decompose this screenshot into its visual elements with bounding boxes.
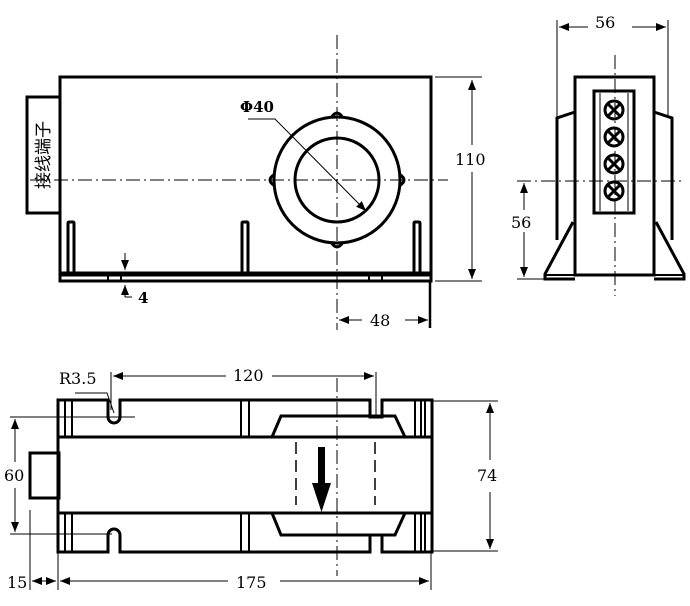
screw-icon [603,99,625,121]
width-dim: 56 [595,13,615,32]
terminal-box [25,95,62,215]
diameter-label: Φ40 [240,98,274,116]
terminal-strip [592,89,636,215]
current-direction-arrow-icon [312,447,331,512]
front-view: 接线端子 Φ40 110 48 4 [25,35,486,330]
side-view: 56 56 [511,13,686,296]
terminal-label: 接线端子 [34,121,54,189]
screw-icon [603,180,625,202]
screw-icon [603,126,625,148]
rib [412,220,422,275]
center-height-dim: 56 [511,213,531,232]
terminal-screws [603,99,625,202]
mount-height-dim: 60 [4,466,24,485]
bottom-view: R3.5 120 60 74 15 175 [4,366,498,592]
slot-spacing-dim: 120 [233,366,264,385]
diameter-leader [248,118,367,212]
screw-icon [603,153,625,175]
terminal-offset-dim: 15 [7,573,27,592]
middle-band [56,435,434,515]
rib [240,220,250,275]
total-length-dim: 175 [236,573,267,592]
core-top [270,414,407,438]
rib [66,220,76,275]
slot-radius-dim: R3.5 [59,369,97,388]
offset-dim: 48 [370,311,390,330]
base-thickness-dim: 4 [138,289,148,307]
total-depth-dim: 74 [477,466,497,485]
side-feet [543,221,686,281]
core-bottom [270,512,407,537]
bottom-body [56,398,434,554]
height-dim: 110 [455,150,486,169]
bottom-terminal-box [28,451,61,500]
